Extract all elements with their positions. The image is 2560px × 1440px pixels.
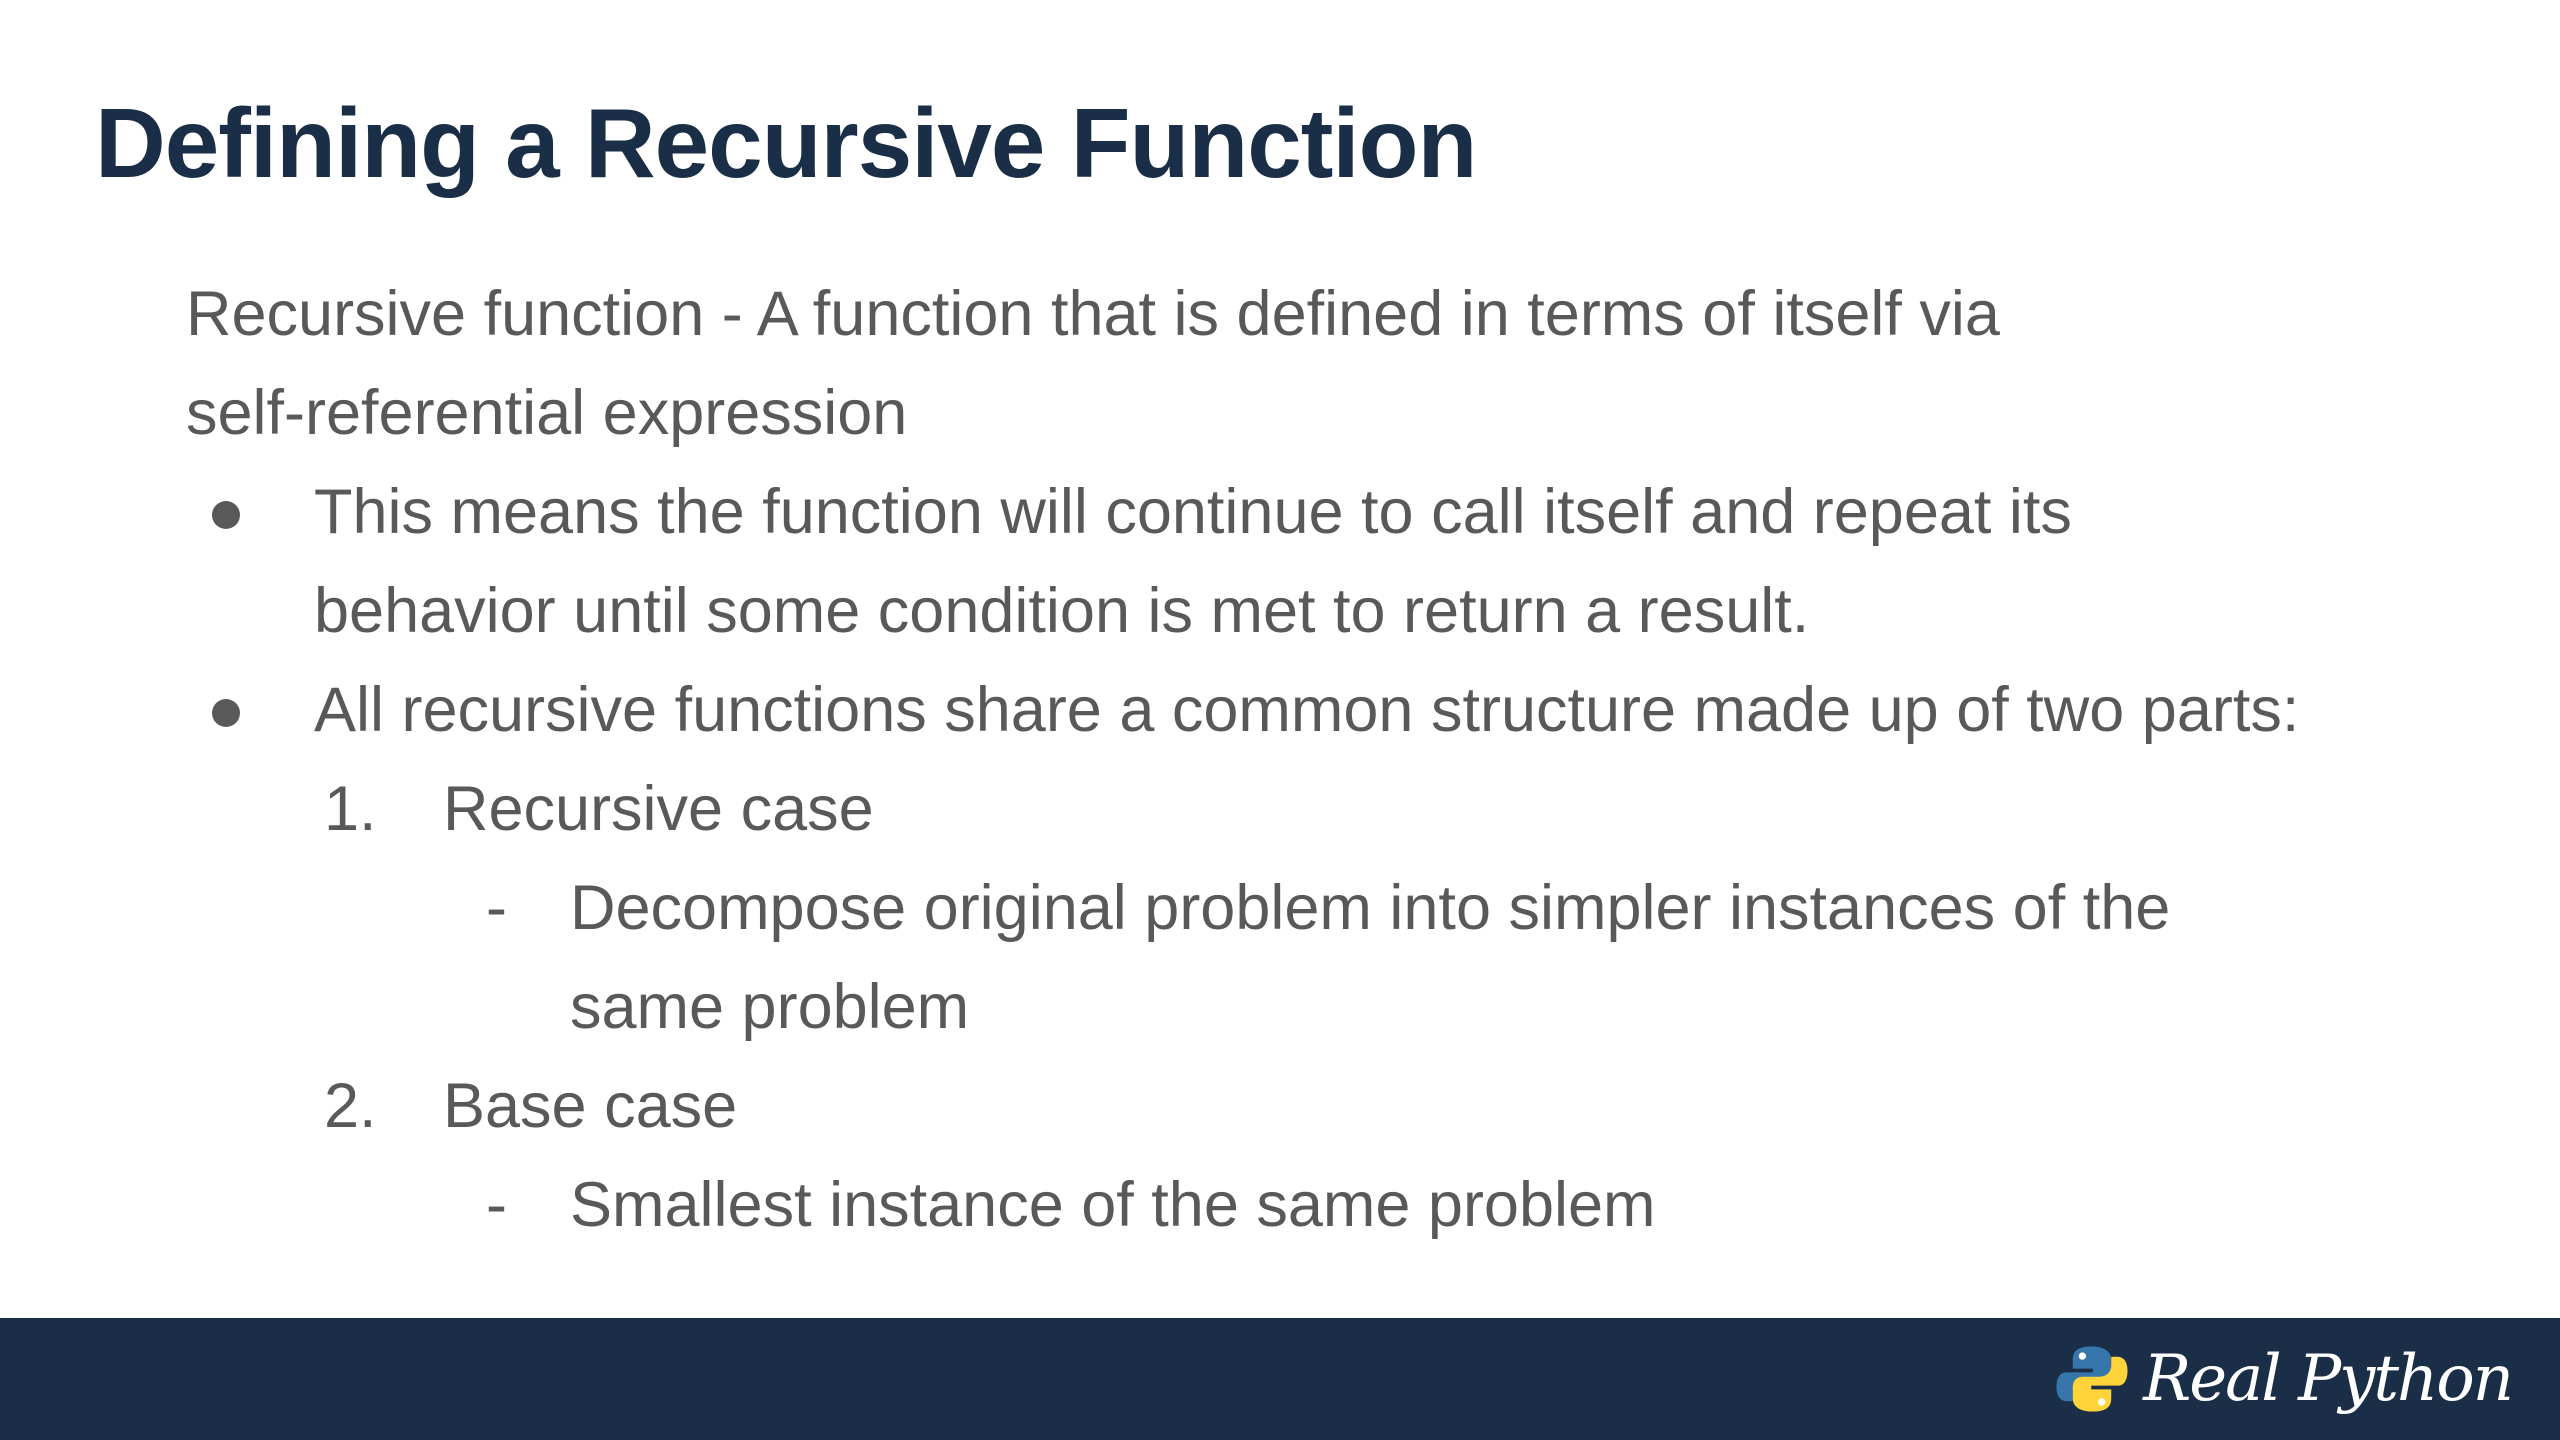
part-1-detail: - Decompose original problem into simple… <box>186 859 2486 958</box>
part-2-number: 2. <box>324 1071 377 1141</box>
real-python-logo: Real Python <box>2055 1336 2514 1422</box>
intro-line-1: Recursive function - A function that is … <box>186 279 2000 349</box>
part-1-number: 1. <box>324 774 377 844</box>
bullet-1: This means the function will continue to… <box>186 463 2486 562</box>
bullet-2: All recursive functions share a common s… <box>186 661 2486 760</box>
part-2: 2. Base case <box>186 1057 2486 1156</box>
part-2-detail: - Smallest instance of the same problem <box>186 1156 2486 1255</box>
part-1-detail-line-1: Decompose original problem into simpler … <box>570 873 2171 943</box>
part-1-detail-line-2: same problem <box>570 972 970 1042</box>
part-1: 1. Recursive case <box>186 760 2486 859</box>
logo-text: Real Python <box>2143 1342 2514 1416</box>
part-1-label: Recursive case <box>443 774 874 844</box>
bullet-dot-icon <box>212 501 240 529</box>
part-2-dash: - <box>486 1170 507 1240</box>
bullet-2-line-1: All recursive functions share a common s… <box>314 675 2300 745</box>
part-1-dash: - <box>486 873 507 943</box>
intro-line-2: self-referential expression <box>186 378 908 448</box>
footer-bar: Real Python <box>0 1318 2560 1440</box>
bullet-1-line-2: behavior until some condition is met to … <box>314 576 1810 646</box>
bullet-1-line-1: This means the function will continue to… <box>314 477 2072 547</box>
slide-title: Defining a Recursive Function <box>95 88 1477 198</box>
python-logo-icon <box>2056 1346 2128 1412</box>
part-1-detail-continuation: same problem <box>186 958 2486 1057</box>
part-2-detail-line-1: Smallest instance of the same problem <box>570 1170 1656 1240</box>
part-2-label: Base case <box>443 1071 738 1141</box>
bullet-1-continuation: behavior until some condition is met to … <box>186 562 2486 661</box>
slide-body: Recursive function - A function that is … <box>186 265 2486 1255</box>
bullet-dot-icon <box>212 699 240 727</box>
